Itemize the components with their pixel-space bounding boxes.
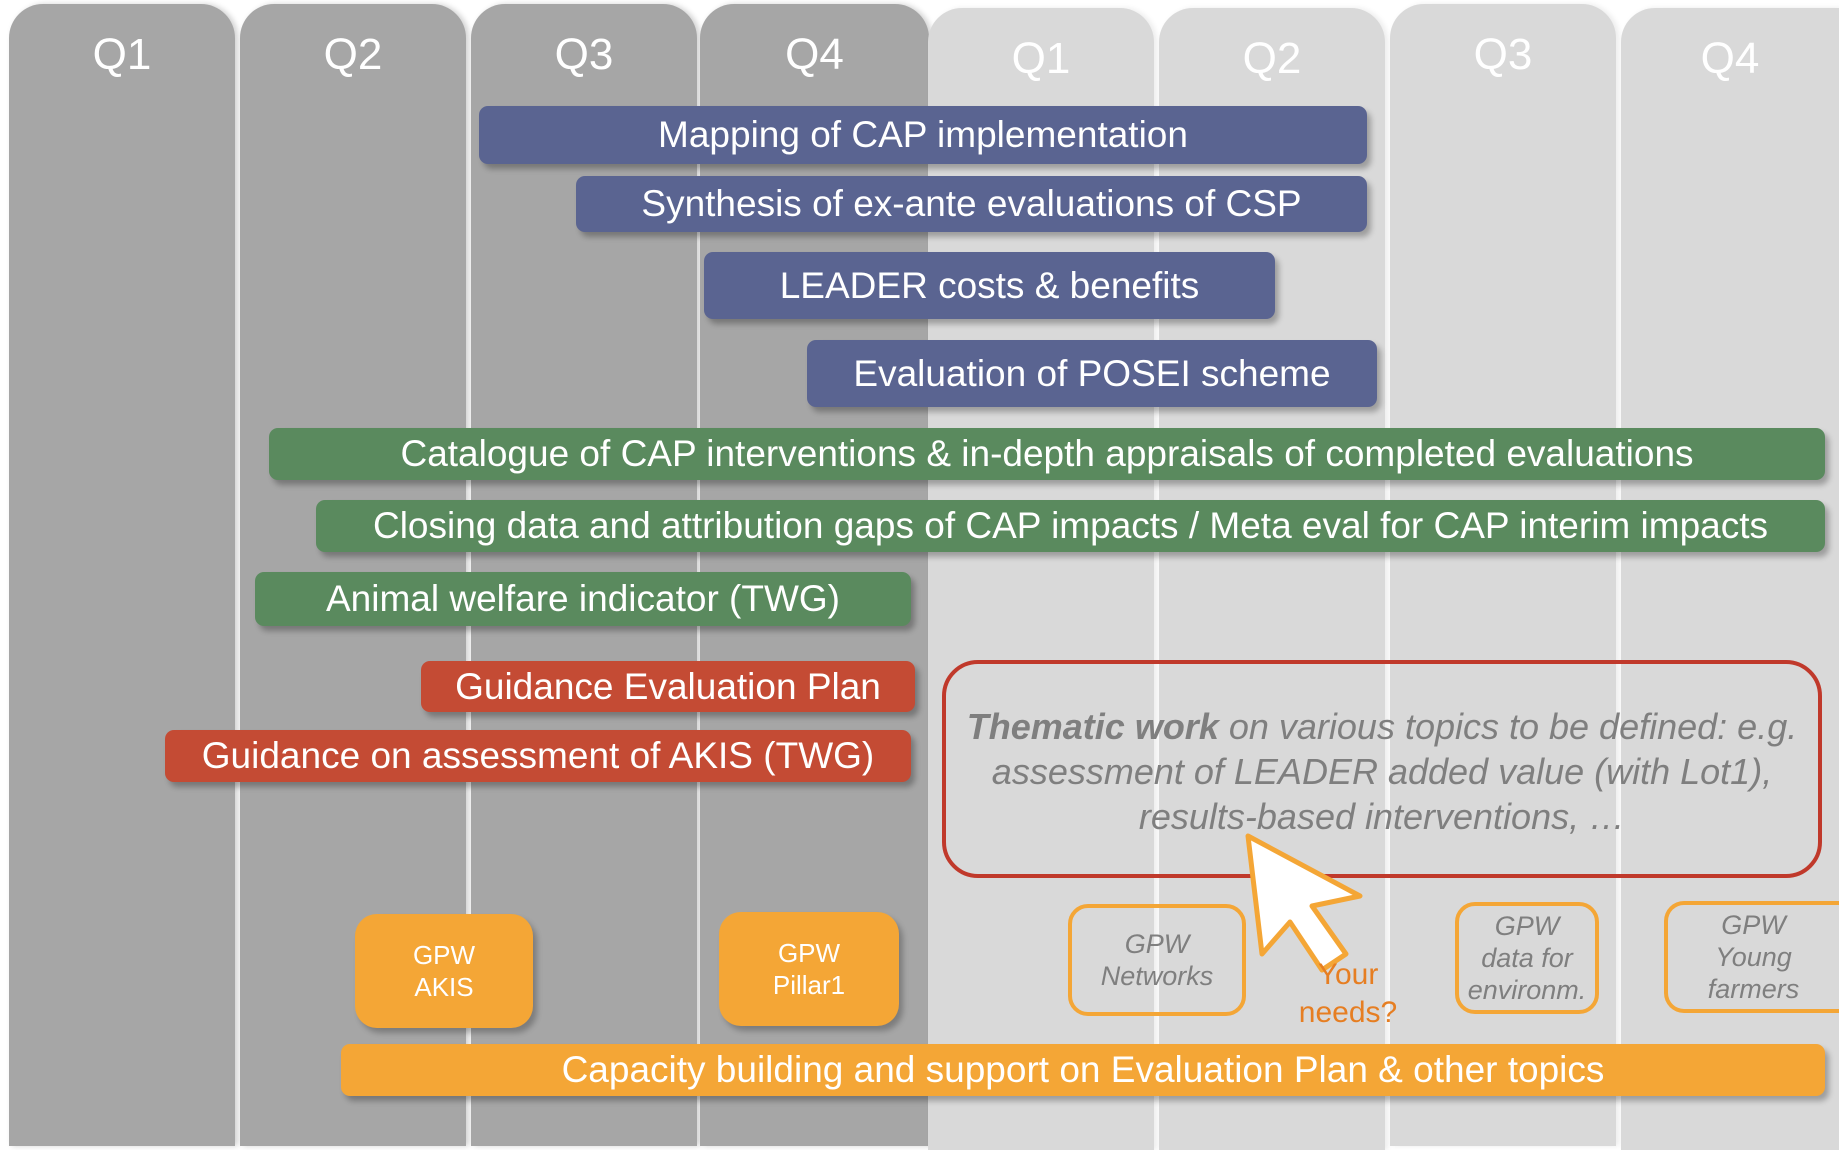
- column-q4-year2: Q4: [1621, 8, 1839, 1150]
- column-q1-year1: Q1: [9, 4, 235, 1146]
- gpw-topic: Pillar1: [772, 970, 846, 1000]
- column-label: Q2: [1242, 34, 1302, 83]
- column-q3-year2: Q3: [1390, 4, 1616, 1146]
- your-needs-label: Your needs?: [1290, 956, 1406, 1032]
- bar-posei: Evaluation of POSEI scheme: [807, 340, 1377, 407]
- gpw-young-farmers-box: GPW Young farmers: [1664, 901, 1839, 1013]
- needs-line-2: needs?: [1298, 996, 1398, 1029]
- thematic-work-text: on various topics to be defined: e.g. as…: [991, 706, 1798, 837]
- gpw-pillar1-box: GPW Pillar1: [719, 912, 899, 1026]
- needs-line-1: Your: [1317, 958, 1379, 991]
- column-label: Q3: [1473, 30, 1533, 79]
- column-label: Q2: [323, 30, 383, 79]
- gpw-label: GPW: [1721, 910, 1786, 940]
- bar-guidance-akis: Guidance on assessment of AKIS (TWG): [165, 730, 911, 782]
- gpw-topic-cont: farmers: [1707, 974, 1800, 1004]
- gpw-label: GPW: [412, 940, 476, 970]
- gpw-akis-box: GPW AKIS: [355, 914, 533, 1028]
- cursor-arrow-icon: [1245, 833, 1363, 973]
- bar-mapping-cap: Mapping of CAP implementation: [479, 106, 1367, 164]
- bar-synthesis-csp: Synthesis of ex-ante evaluations of CSP: [576, 176, 1367, 232]
- bar-animal-welfare: Animal welfare indicator (TWG): [255, 572, 911, 626]
- column-label: Q4: [785, 30, 844, 79]
- bar-guidance-eval-plan: Guidance Evaluation Plan: [421, 661, 915, 712]
- column-label: Q1: [1011, 34, 1071, 83]
- thematic-work-title: Thematic work: [966, 706, 1219, 747]
- gpw-topic: Young: [1715, 942, 1792, 972]
- gpw-environm-box: GPW data for environm.: [1455, 902, 1599, 1014]
- gpw-label: GPW: [1124, 929, 1190, 959]
- gpw-networks-box: GPW Networks: [1068, 904, 1246, 1016]
- bar-capacity-building: Capacity building and support on Evaluat…: [341, 1044, 1825, 1096]
- column-label: Q3: [554, 30, 614, 79]
- gpw-topic-cont: environm.: [1467, 975, 1587, 1005]
- bar-leader-costs: LEADER costs & benefits: [704, 252, 1275, 319]
- bar-catalogue: Catalogue of CAP interventions & in-dept…: [269, 428, 1825, 480]
- gpw-label: GPW: [777, 938, 841, 968]
- column-label: Q4: [1700, 34, 1760, 83]
- column-label: Q1: [92, 30, 152, 79]
- gpw-label: GPW: [1494, 911, 1560, 941]
- bar-closing-gaps: Closing data and attribution gaps of CAP…: [316, 500, 1825, 552]
- gpw-topic: Networks: [1100, 961, 1214, 991]
- gpw-topic: AKIS: [414, 972, 474, 1002]
- thematic-work-box: Thematic work on various topics to be de…: [942, 660, 1822, 878]
- gpw-topic: data for: [1481, 943, 1573, 973]
